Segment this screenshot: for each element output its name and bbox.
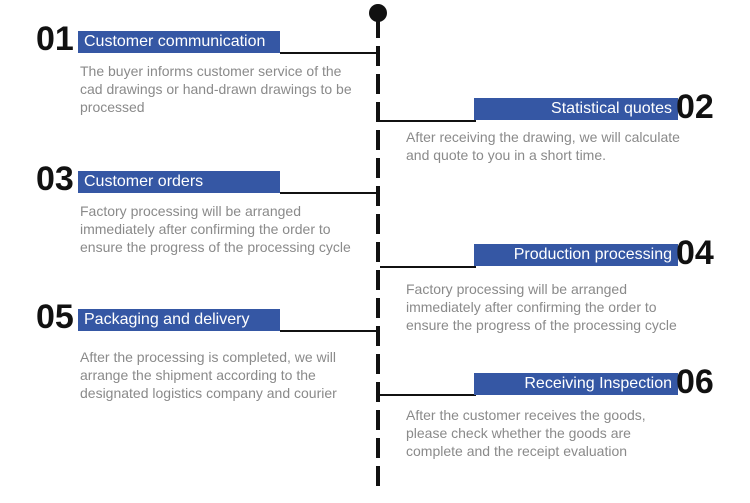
step-label: Packaging and delivery xyxy=(78,309,280,331)
step-number: 01 xyxy=(36,20,74,58)
connector-line xyxy=(380,266,476,268)
step-label: Customer orders xyxy=(78,171,280,193)
step-label: Customer communication xyxy=(78,31,280,53)
step-number: 06 xyxy=(676,363,714,401)
step-number: 05 xyxy=(36,298,74,336)
timeline-start-dot xyxy=(369,4,387,22)
step-description: After receiving the drawing, we will cal… xyxy=(406,129,680,163)
step-description: After the customer receives the goods,pl… xyxy=(406,407,646,459)
connector-line xyxy=(380,394,476,396)
connector-line xyxy=(380,120,476,122)
timeline-spine xyxy=(376,18,380,488)
step-label: Statistical quotes xyxy=(474,98,678,120)
step-label: Receiving Inspection xyxy=(474,373,678,395)
step-number: 03 xyxy=(36,160,74,198)
connector-line xyxy=(280,52,376,54)
step-label: Production processing xyxy=(474,244,678,266)
connector-line xyxy=(280,330,376,332)
connector-line xyxy=(280,192,376,194)
step-number: 02 xyxy=(676,88,714,126)
step-description: After the processing is completed, we wi… xyxy=(80,349,337,401)
step-number: 04 xyxy=(676,234,714,272)
step-description: The buyer informs customer service of th… xyxy=(80,63,352,115)
